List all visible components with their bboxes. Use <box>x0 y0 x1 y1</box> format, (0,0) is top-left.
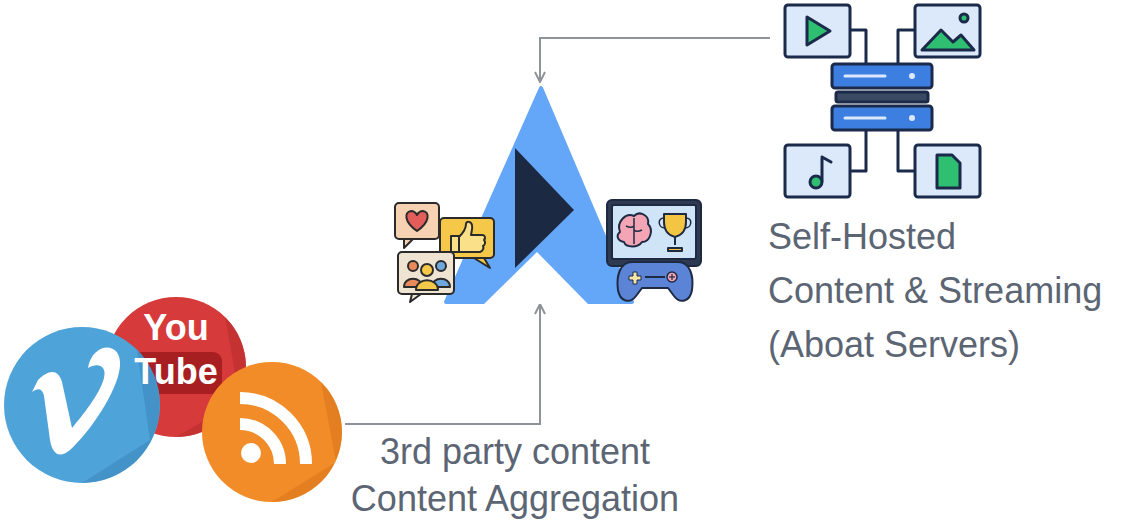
game-monitor-icon <box>607 200 701 266</box>
game-monitor-icon <box>629 272 641 284</box>
media-server-icon <box>909 115 915 121</box>
vimeo-logo <box>4 327 160 483</box>
caption-text: (Aboat Servers) <box>768 318 1103 372</box>
vimeo-logo <box>4 327 160 483</box>
game-monitor-icon <box>645 276 665 278</box>
media-server-icon <box>845 76 885 118</box>
flow-arrow <box>345 304 540 424</box>
game-monitor-icon <box>668 237 682 251</box>
media-server-icon <box>822 157 831 181</box>
game-monitor-icon <box>671 274 672 280</box>
rss-logo <box>202 362 342 502</box>
game-monitor-icon <box>659 218 691 228</box>
social-icon <box>421 264 433 276</box>
vimeo-logo <box>32 347 120 454</box>
logo-wordmark: You Tube <box>128 306 224 394</box>
game-monitor-icon <box>626 218 642 244</box>
media-server-icon <box>915 145 980 197</box>
social-icon <box>406 211 427 231</box>
media-server-icon <box>960 14 968 22</box>
rss-logo <box>241 443 261 463</box>
social-icon <box>404 239 413 248</box>
social-icon <box>436 261 446 271</box>
game-monitor-icon <box>618 262 693 301</box>
game-monitor-icon <box>607 200 701 301</box>
aboat-logo <box>515 148 574 268</box>
media-server-icon <box>785 5 980 197</box>
media-server-icon <box>922 30 974 50</box>
social-icon <box>395 203 494 302</box>
media-server-icon <box>785 145 850 197</box>
game-monitor-icon <box>667 272 677 282</box>
flow-arrow <box>540 38 770 82</box>
social-icon <box>451 236 459 252</box>
media-server-icon <box>785 5 850 57</box>
caption-text: Self-Hosted <box>768 210 1103 264</box>
flow-arrow <box>345 38 770 424</box>
rss-logo <box>202 362 342 502</box>
rss-logo <box>240 398 306 464</box>
social-icon <box>459 222 485 252</box>
social-icon <box>474 258 490 268</box>
media-server-icon <box>915 5 980 57</box>
caption-node: Self-HostedContent & Streaming(Aboat Ser… <box>764 206 1107 376</box>
media-server-icon <box>836 92 928 102</box>
aboat-logo <box>446 88 632 304</box>
caption-text: Content & Streaming <box>768 264 1103 318</box>
caption-text: 3rd party content <box>351 428 680 475</box>
social-icon <box>408 261 418 271</box>
social-icon <box>395 203 439 239</box>
rss-logo <box>240 424 280 464</box>
media-server-icon <box>810 176 822 188</box>
media-server-icon <box>807 17 830 45</box>
game-monitor-icon <box>618 214 651 247</box>
media-server-icon <box>909 73 915 79</box>
game-monitor-icon <box>612 205 696 259</box>
social-icon <box>416 280 438 290</box>
social-icon <box>398 252 454 294</box>
caption-text: Content Aggregation <box>351 475 680 522</box>
media-server-icon <box>937 155 960 188</box>
aboat-logo <box>484 252 588 304</box>
game-monitor-icon <box>664 214 686 237</box>
caption-node: 3rd party contentContent Aggregation <box>347 424 684 526</box>
social-icon <box>410 294 421 302</box>
